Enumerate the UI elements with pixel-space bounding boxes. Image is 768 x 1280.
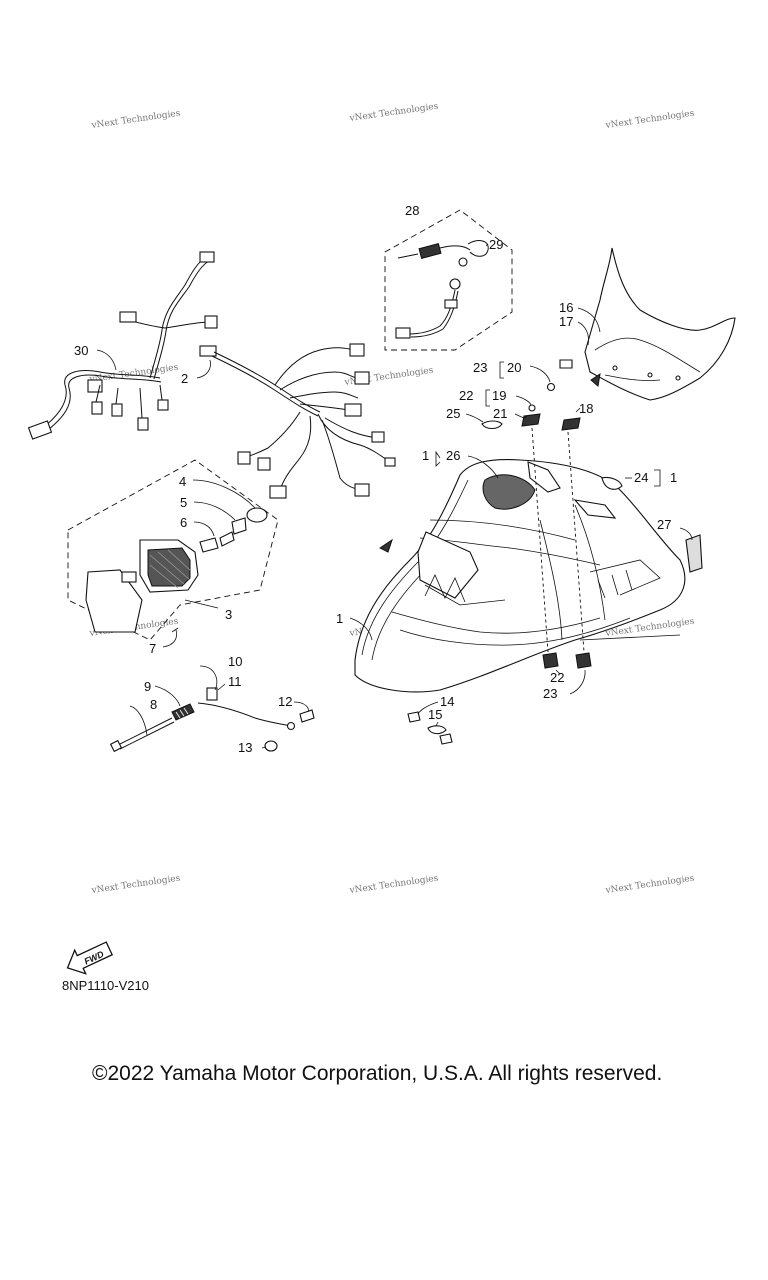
callout-30: 30 (74, 343, 88, 358)
callout-1b: 1 (422, 448, 429, 463)
watermark: vNext Technologies (604, 109, 695, 132)
main-wire-harness (199, 343, 396, 499)
watermark: vNext Technologies (348, 102, 439, 125)
callout-11: 11 (228, 674, 242, 689)
headlight-assembly (85, 507, 268, 633)
callout-24: 24 (634, 470, 648, 485)
cowl-fasteners (407, 382, 703, 745)
callout-22b: 22 (550, 670, 564, 685)
callout-20: 20 (507, 360, 521, 375)
callout-25: 25 (446, 406, 460, 421)
callout-17: 17 (559, 314, 573, 329)
kit-28-boundary (384, 209, 513, 351)
callout-8: 8 (150, 697, 157, 712)
watermark: vNext Technologies (604, 874, 695, 897)
callout-10: 10 (228, 654, 242, 669)
callout-3: 3 (225, 607, 232, 622)
callout-21: 21 (493, 406, 507, 421)
callout-23b: 23 (543, 686, 557, 701)
diagram-code: 8NP1110-V210 (62, 978, 149, 993)
copyright-notice: ©2022 Yamaha Motor Corporation, U.S.A. A… (92, 1062, 663, 1085)
callout-15: 15 (428, 707, 442, 722)
watermark: vNext Technologies (90, 874, 181, 897)
sub-wire-harness (27, 251, 218, 440)
callout-5: 5 (180, 495, 187, 510)
callout-18: 18 (579, 401, 593, 416)
callout-6: 6 (180, 515, 187, 530)
callout-26: 26 (446, 448, 460, 463)
callout-16: 16 (559, 300, 573, 315)
callout-1c: 1 (670, 470, 677, 485)
watermark: vNext Technologies (90, 109, 181, 132)
callout-27: 27 (657, 517, 671, 532)
callout-9: 9 (144, 679, 151, 694)
adjuster-assembly (109, 687, 315, 753)
callout-29: 29 (489, 237, 503, 252)
callout-12: 12 (278, 694, 292, 709)
callout-1: 1 (336, 611, 343, 626)
cable-assembly-29 (395, 240, 489, 339)
forward-direction-icon: FWD (66, 941, 114, 975)
callout-7: 7 (149, 641, 156, 656)
callout-13: 13 (238, 740, 252, 755)
watermark: vNext Technologies (348, 874, 439, 897)
callout-4: 4 (179, 474, 186, 489)
callout-14: 14 (440, 694, 454, 709)
callout-23a: 23 (473, 360, 487, 375)
headlight-kit-boundary (67, 459, 279, 641)
callout-19: 19 (492, 388, 506, 403)
callout-22a: 22 (459, 388, 473, 403)
callout-2: 2 (181, 371, 188, 386)
callout-28: 28 (405, 203, 419, 218)
windshield (559, 247, 736, 401)
front-cowl (354, 459, 686, 693)
